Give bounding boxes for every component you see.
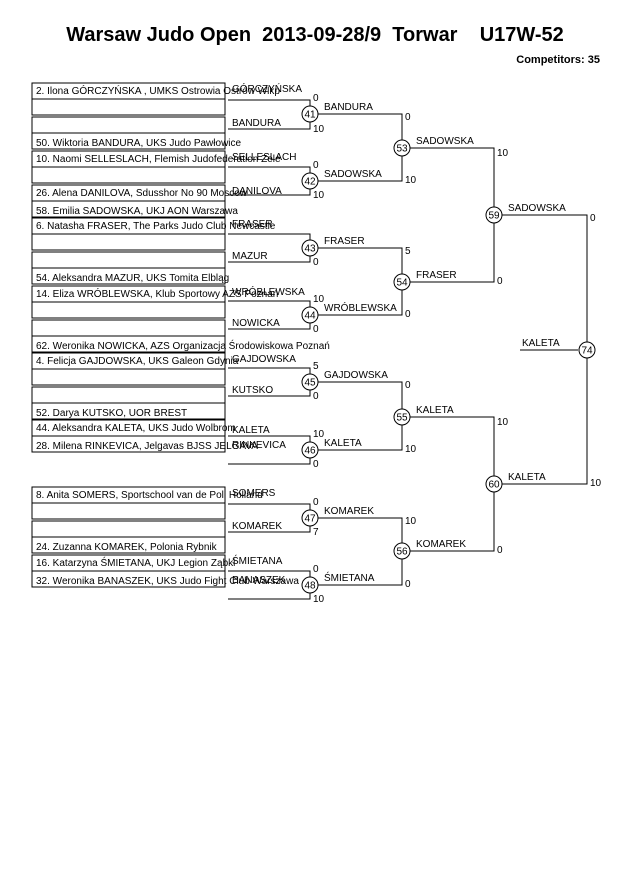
match-winner: KALETA	[416, 405, 454, 416]
competitor-name: 8. Anita SOMERS, Sportschool van de Poll…	[36, 490, 263, 501]
competitor-name: 52. Darya KUTSKO, UOR BREST	[36, 408, 187, 419]
match-line	[410, 416, 495, 552]
score: 0	[313, 497, 319, 508]
advance-name: WRÓBLEWSKA	[232, 285, 305, 298]
score: 0	[405, 380, 411, 391]
match-winner: FRASER	[324, 236, 365, 247]
match-entrant: KALETA	[232, 425, 270, 436]
competitor-name: 50. Wiktoria BANDURA, UKS Judo Pawłowice	[36, 138, 242, 149]
score: 0	[405, 309, 411, 320]
match-number: 44	[304, 311, 316, 322]
match-line	[410, 147, 495, 283]
match-number: 41	[304, 110, 316, 121]
score: 10	[497, 148, 509, 159]
score: 5	[313, 361, 319, 372]
match-winner: KOMAREK	[324, 506, 374, 517]
match-winner: GAJDOWSKA	[324, 370, 388, 381]
advance-name: DANILOVA	[232, 186, 282, 197]
score: 0	[405, 112, 411, 123]
score: 5	[405, 246, 411, 257]
score: 0	[313, 564, 319, 575]
advance-name: ŚMIETANA	[232, 554, 283, 567]
score: 10	[590, 478, 602, 489]
competitor-name: 16. Katarzyna ŚMIETANA, UKJ Legion Ząbki	[36, 556, 235, 569]
match-number: 74	[581, 346, 593, 357]
score: 0	[497, 276, 503, 287]
competitor-name: 28. Milena RINKEVICA, Jelgavas BJSS JELG…	[36, 441, 258, 452]
competitor-name: 10. Naomi SELLESLACH, Flemish Judofedera…	[36, 154, 281, 165]
score: 10	[313, 294, 325, 305]
match-winner: WRÓBLEWSKA	[324, 301, 397, 314]
competitor-name: 14. Eliza WRÓBLEWSKA, Klub Sportowy AZS …	[36, 287, 278, 300]
match-entrant: MAZUR	[232, 251, 268, 262]
competitor-name: 32. Weronika BANASZEK, UKS Judo Fight Cl…	[36, 576, 299, 587]
score: 10	[313, 190, 325, 201]
match-number: 48	[304, 581, 316, 592]
score: 0	[497, 545, 503, 556]
score: 10	[313, 124, 325, 135]
advance-name: GÓRCZYŃSKA	[232, 82, 302, 95]
match-number: 43	[304, 244, 316, 255]
score: 0	[313, 324, 319, 335]
score: 10	[405, 516, 417, 527]
score: 10	[313, 429, 325, 440]
match-number: 45	[304, 378, 316, 389]
competitor-name: 4. Felicja GAJDOWSKA, UKS Galeon Gdynia	[36, 356, 239, 367]
match-entrant: BANDURA	[232, 118, 281, 129]
score: 0	[590, 213, 596, 224]
match-winner: KALETA	[522, 338, 560, 349]
score: 10	[405, 444, 417, 455]
match-winner: SADOWSKA	[508, 203, 566, 214]
advance-name: SELLESLACH	[232, 152, 296, 163]
competitor-name: 2. Ilona GÓRCZYŃSKA , UMKS Ostrowia Ostr…	[36, 84, 280, 97]
competitor-name: 44. Aleksandra KALETA, UKS Judo Wolbrom	[36, 423, 236, 434]
competitor-name: 58. Emilia SADOWSKA, UKJ AON Warszawa	[36, 206, 238, 217]
match-winner: ŚMIETANA	[324, 571, 375, 584]
match-winner: SADOWSKA	[416, 136, 474, 147]
match-winner: BANDURA	[324, 102, 373, 113]
advance-name: BANASZEK	[232, 575, 286, 586]
advance-name: GAJDOWSKA	[232, 354, 296, 365]
competitor-name: 6. Natasha FRASER, The Parks Judo Club N…	[36, 221, 276, 232]
score: 7	[313, 527, 319, 538]
competitors-count: Competitors: 35	[516, 54, 600, 66]
match-entrant: KOMAREK	[232, 521, 282, 532]
score: 0	[313, 93, 319, 104]
score: 0	[313, 391, 319, 402]
match-winner: SADOWSKA	[324, 169, 382, 180]
advance-name: SOMERS	[232, 488, 276, 499]
score: 0	[313, 459, 319, 470]
match-circle	[578, 341, 596, 359]
match-number: 53	[396, 144, 408, 155]
competitor-name: 26. Alena DANILOVA, Sdusshor No 90 Mosco…	[36, 188, 248, 199]
match-number: 54	[396, 278, 408, 289]
advance-name: RINKEVICA	[232, 440, 286, 451]
score: 0	[405, 579, 411, 590]
advance-name: FRASER	[232, 219, 273, 230]
match-number: 56	[396, 547, 408, 558]
score: 10	[405, 175, 417, 186]
competitor-name: 62. Weronika NOWICKA, AZS Organizacja Śr…	[36, 339, 330, 352]
competitor-name: 24. Zuzanna KOMAREK, Polonia Rybnik	[36, 542, 218, 553]
match-number: 42	[304, 177, 316, 188]
score: 0	[313, 160, 319, 171]
match-entrant: KUTSKO	[232, 385, 273, 396]
match-number: 60	[488, 480, 500, 491]
match-number: 59	[488, 211, 500, 222]
match-number: 47	[304, 514, 316, 525]
match-winner: KALETA	[508, 472, 546, 483]
competitor-name: 54. Aleksandra MAZUR, UKS Tomita Elbląg	[36, 273, 229, 284]
match-number: 55	[396, 413, 408, 424]
match-winner: FRASER	[416, 270, 457, 281]
match-number: 46	[304, 446, 316, 457]
score: 0	[313, 257, 319, 268]
match-winner: KOMAREK	[416, 539, 466, 550]
score: 10	[313, 594, 325, 605]
match-entrant: NOWICKA	[232, 318, 280, 329]
score: 10	[497, 417, 509, 428]
page-title: Warsaw Judo Open 2013-09-28/9 Torwar U17…	[66, 24, 564, 46]
match-winner: KALETA	[324, 438, 362, 449]
